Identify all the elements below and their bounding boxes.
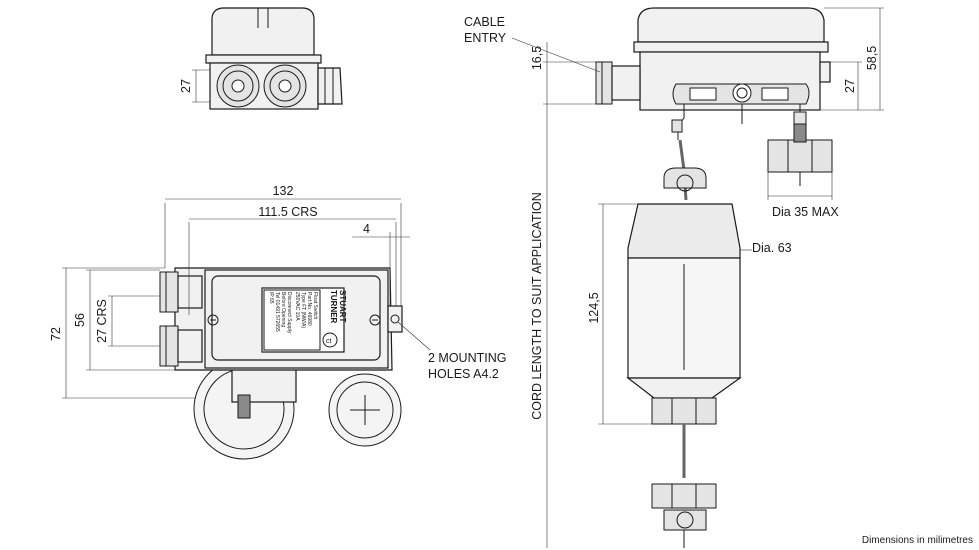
plate-line-7: IP 65	[268, 292, 274, 304]
dim-top-27: 27	[179, 79, 193, 93]
cable-entry-line2: ENTRY	[464, 31, 507, 45]
dim-56: 56	[73, 313, 87, 327]
dia-35-max: Dia 35 MAX	[772, 205, 839, 219]
dim-right-27: 27	[843, 79, 857, 93]
dia-63: Dia. 63	[752, 241, 792, 255]
plate-line-0: Float Switch	[312, 292, 318, 319]
dim-72: 72	[49, 327, 63, 341]
plate-line-3: 250VAC 10A	[294, 292, 300, 321]
plate-line-5: Before Opening	[280, 292, 286, 327]
dim-58-5: 58,5	[865, 46, 879, 70]
plate-brand-1: STUART	[338, 290, 347, 323]
mounting-holes-line1: 2 MOUNTING	[428, 351, 506, 365]
dim-27-crs: 27 CRS	[95, 299, 109, 343]
dim-111-5-crs: 111.5 CRS	[258, 205, 317, 219]
plate-brand-2: TURNER	[329, 290, 338, 324]
cable-entry-line1: CABLE	[464, 15, 505, 29]
plate-line-4: Disconnect Supply	[286, 292, 292, 334]
dim-16-5: 16,5	[530, 46, 544, 70]
side-view: 16,5 CORD LENGTH TO SUIT APPLICATION 58,…	[464, 7, 884, 548]
units-note: Dimensions in milimetres	[862, 535, 973, 546]
plate-line-2: Type FT (NW/A)	[300, 292, 306, 328]
cord-length-label: CORD LENGTH TO SUIT APPLICATION	[530, 192, 544, 420]
plate-line-6: Tel 01491 572655	[274, 292, 280, 332]
dim-124-5: 124,5	[587, 292, 601, 323]
dim-4: 4	[363, 222, 370, 236]
plate-line-1: Part No. 46980	[306, 292, 312, 326]
svg-text:ct: ct	[326, 338, 332, 345]
mounting-holes-line2: HOLES A4.2	[428, 367, 499, 381]
dim-132: 132	[273, 184, 294, 198]
front-view: Float Switch Part No. 46980 Type FT (NW/…	[49, 184, 506, 460]
top-view: 27	[179, 7, 343, 110]
